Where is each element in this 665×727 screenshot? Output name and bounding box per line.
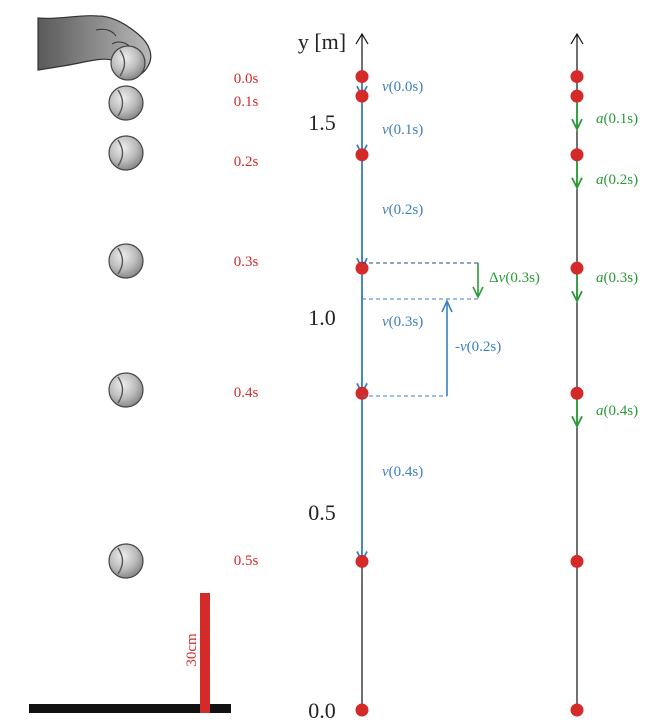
- acceleration-arrowhead-0: [571, 118, 583, 132]
- acceleration-dot-2: [570, 148, 584, 162]
- velocity-label-3: v(0.3s): [382, 314, 423, 330]
- position-dot-4: [355, 386, 369, 400]
- time-label-4: 0.4s: [234, 385, 259, 401]
- time-label-3: 0.3s: [234, 254, 259, 270]
- acceleration-label-column: a(0.1s) a(0.2s) a(0.3s) a(0.4s): [596, 111, 638, 419]
- axis-title: y [m]: [298, 29, 346, 54]
- acceleration-label-2: a(0.3s): [596, 270, 638, 286]
- scale-bar: [200, 593, 210, 713]
- velocity-label-4: v(0.4s): [382, 464, 423, 480]
- velocity-difference-construction: -v(0.2s) Δv(0.3s): [362, 262, 540, 397]
- velocity-label-column: v(0.0s) v(0.1s) v(0.2s) v(0.3s) v(0.4s): [382, 79, 423, 480]
- position-dot-5: [355, 554, 369, 568]
- velocity-label-0: v(0.0s): [382, 79, 423, 95]
- delta-velocity-arrowhead: [472, 286, 484, 299]
- neg-velocity-arrowhead: [441, 299, 453, 313]
- ball-4: [108, 372, 144, 408]
- velocity-label-1: v(0.1s): [382, 122, 423, 138]
- ball-seam-3: [117, 247, 124, 275]
- acceleration-arrowhead-2: [571, 290, 583, 304]
- acceleration-arrowhead-1: [571, 177, 583, 190]
- position-dot-0: [355, 70, 369, 84]
- acceleration-label-3: a(0.4s): [596, 403, 638, 419]
- acceleration-dot-6: [570, 703, 584, 717]
- ball-1: [108, 85, 144, 121]
- acceleration-dot-1: [570, 89, 584, 103]
- acceleration-dots: [570, 70, 584, 717]
- position-dot-3: [355, 261, 369, 275]
- tick-label-0-0: 0.0: [308, 698, 336, 723]
- time-label-0: 0.0s: [234, 71, 259, 87]
- ground-slab: [29, 704, 231, 713]
- neg-velocity-label: -v(0.2s): [455, 339, 501, 355]
- ball-seam-1: [117, 89, 124, 117]
- scale-bar-label: 30cm: [184, 633, 200, 667]
- position-dot-1: [355, 89, 369, 103]
- acceleration-dot-4: [570, 386, 584, 400]
- ball-seam-0: [119, 49, 126, 77]
- ball-sequence: [108, 45, 146, 579]
- delta-velocity-label: Δv(0.3s): [489, 270, 540, 286]
- time-label-5: 0.5s: [234, 553, 259, 569]
- velocity-label-2: v(0.2s): [382, 202, 423, 218]
- time-label-1: 0.1s: [234, 94, 259, 110]
- ball-3: [108, 243, 144, 279]
- tick-label-1-0: 1.0: [308, 305, 336, 330]
- ball-seam-5: [117, 547, 124, 575]
- ball-2: [108, 135, 144, 171]
- acceleration-dot-0: [570, 70, 584, 84]
- acceleration-label-0: a(0.1s): [596, 111, 638, 127]
- acceleration-dot-3: [570, 261, 584, 275]
- acceleration-dot-5: [570, 554, 584, 568]
- acceleration-label-1: a(0.2s): [596, 172, 638, 188]
- time-label-2: 0.2s: [234, 154, 259, 170]
- tick-label-0-5: 0.5: [308, 500, 336, 525]
- position-dots: [355, 70, 369, 717]
- position-dot-2: [355, 148, 369, 162]
- position-axis: y [m] 1.5 1.0 0.5 0.0: [298, 29, 369, 723]
- ball-0: [110, 45, 146, 81]
- acceleration-axis-arrowhead: [570, 32, 584, 45]
- position-axis-arrowhead: [355, 32, 369, 45]
- ball-seam-2: [117, 139, 124, 167]
- ball-5: [108, 543, 144, 579]
- acceleration-arrowhead-3: [571, 415, 583, 429]
- tick-label-1-5: 1.5: [308, 110, 336, 135]
- position-dot-6: [355, 703, 369, 717]
- acceleration-axis: [570, 32, 584, 712]
- time-label-column: 0.0s 0.1s 0.2s 0.3s 0.4s 0.5s: [234, 71, 259, 569]
- ball-seam-4: [117, 376, 124, 404]
